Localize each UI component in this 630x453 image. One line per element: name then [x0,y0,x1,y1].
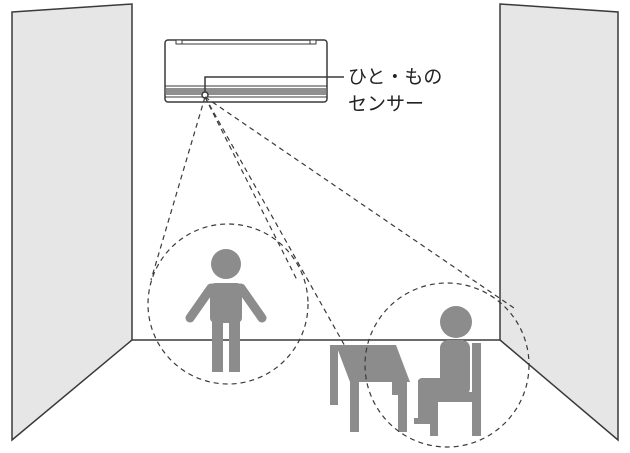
left-wall [12,4,132,440]
air-conditioner-icon [165,40,327,102]
sensor-label: ひと・もの センサー [348,64,442,118]
table-icon [330,345,410,432]
standing-person-icon [190,249,262,372]
sensor-label-line1: ひと・もの [348,64,442,91]
seated-person-icon [414,306,472,424]
sensor-label-line2: センサー [348,91,442,118]
right-wall [500,4,618,440]
